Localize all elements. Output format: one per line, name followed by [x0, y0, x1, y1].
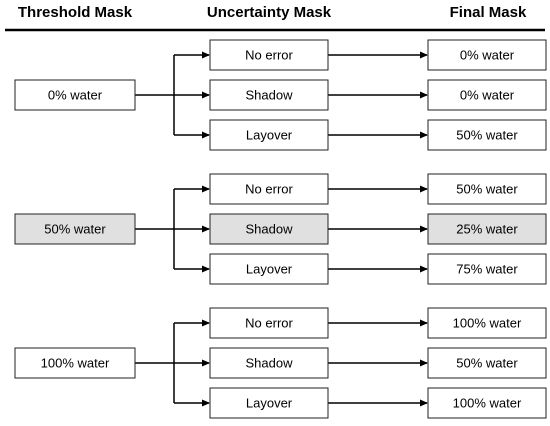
final-box-2-2: 100% water	[427, 387, 547, 419]
uncertainty-box-0-2: Layover	[209, 119, 329, 151]
uncertainty-box-0-1-rect	[209, 79, 329, 111]
uncertainty-box-0-0-label: No error	[245, 48, 293, 63]
final-box-2-1-label: 50% water	[456, 356, 518, 371]
uncertainty-box-2-1-label: Shadow	[246, 356, 294, 371]
uncertainty-box-1-2: Layover	[209, 253, 329, 285]
final-box-1-0-label: 50% water	[456, 182, 518, 197]
uncertainty-box-2-1: Shadow	[209, 347, 329, 379]
uncertainty-box-2-2: Layover	[209, 387, 329, 419]
uncertainty-box-2-0: No error	[209, 307, 329, 339]
threshold-box-2-label: 100% water	[41, 356, 110, 371]
final-mask-header: Final Mask	[450, 4, 527, 21]
final-box-0-0: 0% water	[427, 39, 547, 71]
final-box-0-1-label: 0% water	[460, 88, 515, 103]
threshold-box-1: 50% water	[14, 213, 136, 245]
uncertainty-box-1-2-label: Layover	[246, 262, 293, 277]
uncertainty-box-0-2-label: Layover	[246, 128, 293, 143]
final-box-0-1: 0% water	[427, 79, 547, 111]
final-box-0-2: 50% water	[427, 119, 547, 151]
threshold-box-2-rect	[14, 347, 136, 379]
final-box-0-2-label: 50% water	[456, 128, 518, 143]
uncertainty-box-1-0-rect	[209, 173, 329, 205]
final-box-1-2: 75% water	[427, 253, 547, 285]
final-box-2-2-rect	[427, 387, 547, 419]
threshold-box-0-rect	[14, 79, 136, 111]
final-box-1-0: 50% water	[427, 173, 547, 205]
uncertainty-box-1-1: Shadow	[209, 213, 329, 245]
threshold-mask-header: Threshold Mask	[18, 4, 133, 21]
uncertainty-box-1-2-rect	[209, 253, 329, 285]
final-box-0-2-rect	[427, 119, 547, 151]
uncertainty-box-2-2-rect	[209, 387, 329, 419]
uncertainty-box-0-1: Shadow	[209, 79, 329, 111]
final-box-1-2-label: 75% water	[456, 262, 518, 277]
threshold-box-0-label: 0% water	[48, 88, 103, 103]
uncertainty-box-2-0-rect	[209, 307, 329, 339]
uncertainty-box-1-1-label: Shadow	[246, 222, 294, 237]
uncertainty-box-0-0-rect	[209, 39, 329, 71]
final-box-0-0-rect	[427, 39, 547, 71]
final-box-2-1: 50% water	[427, 347, 547, 379]
final-box-2-0-label: 100% water	[453, 316, 522, 331]
uncertainty-box-1-0: No error	[209, 173, 329, 205]
threshold-box-1-label: 50% water	[44, 222, 106, 237]
uncertainty-box-1-0-label: No error	[245, 182, 293, 197]
uncertainty-box-1-1-rect	[209, 213, 329, 245]
final-box-2-0: 100% water	[427, 307, 547, 339]
final-box-1-0-rect	[427, 173, 547, 205]
final-box-1-1-rect	[427, 213, 547, 245]
uncertainty-box-0-0: No error	[209, 39, 329, 71]
final-box-0-0-label: 0% water	[460, 48, 515, 63]
uncertainty-mask-header: Uncertainty Mask	[207, 4, 332, 21]
uncertainty-box-0-1-label: Shadow	[246, 88, 294, 103]
final-box-1-2-rect	[427, 253, 547, 285]
uncertainty-box-0-2-rect	[209, 119, 329, 151]
uncertainty-box-2-1-rect	[209, 347, 329, 379]
threshold-box-0: 0% water	[14, 79, 136, 111]
uncertainty-box-2-0-label: No error	[245, 316, 293, 331]
final-box-2-2-label: 100% water	[453, 396, 522, 411]
final-box-2-0-rect	[427, 307, 547, 339]
final-box-1-1: 25% water	[427, 213, 547, 245]
final-box-1-1-label: 25% water	[456, 222, 518, 237]
uncertainty-box-2-2-label: Layover	[246, 396, 293, 411]
threshold-box-1-rect	[14, 213, 136, 245]
final-box-0-1-rect	[427, 79, 547, 111]
threshold-box-2: 100% water	[14, 347, 136, 379]
final-box-2-1-rect	[427, 347, 547, 379]
